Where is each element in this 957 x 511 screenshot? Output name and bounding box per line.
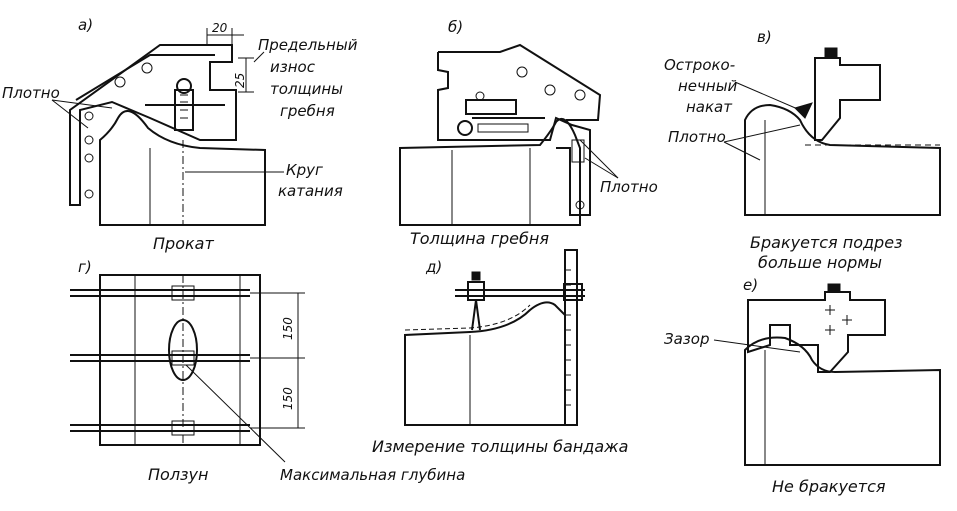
panel-a-dim-25: 25 — [233, 73, 247, 88]
panel-d-scale-bar — [564, 249, 578, 426]
panel-a: а) 20 25 Предельный износ толщины — [2, 16, 358, 253]
panel-d-wheel-section — [404, 301, 566, 426]
panel-v-wheel-section — [744, 103, 941, 216]
panel-b-hole — [575, 200, 585, 210]
panel-d: д) Измерение толщины бандажа — [372, 249, 628, 456]
panel-b-screw-icon — [544, 84, 556, 96]
panel-a-wear-label-1: Предельный — [258, 36, 358, 54]
panel-e: е) Зазор Не бракуется — [664, 276, 941, 496]
panel-b-knob-icon — [475, 91, 485, 101]
panel-v-gauge — [814, 57, 881, 141]
panel-v-roll-label-1: Остроко- — [664, 56, 735, 74]
panel-b-caption: Толщина гребня — [410, 229, 549, 248]
panel-e-letter: е) — [743, 276, 758, 294]
panel-a-circle-label-1: Круг — [286, 161, 323, 179]
panel-b-contact — [571, 139, 585, 163]
panel-d-profile-line — [404, 304, 531, 331]
panel-g-dim-lower: 150 — [281, 387, 295, 410]
panel-a-leader — [51, 99, 89, 129]
panel-a-leader — [51, 99, 113, 109]
panel-b-tight-label: Плотно — [600, 178, 658, 196]
panel-v-caption-1: Бракуется подрез — [750, 233, 903, 252]
panel-a-hole — [84, 153, 94, 163]
panel-a-hole — [84, 111, 94, 121]
panel-a-slider — [174, 89, 194, 131]
panel-g-ruler-bottom-clamp — [171, 420, 195, 436]
panel-v-caption-2: больше нормы — [758, 253, 882, 272]
panel-a-wear-label-3: толщины — [270, 80, 343, 98]
panel-a-scale — [180, 94, 188, 119]
panel-v-roll-label-2: нечный — [678, 77, 738, 95]
panel-g-dim-upper: 150 — [281, 317, 295, 340]
panel-v-leader — [723, 124, 801, 143]
panel-b-wheel-section — [399, 118, 581, 226]
panel-b-gauge-arm — [438, 43, 602, 121]
panel-a-knob-icon — [176, 78, 192, 94]
panel-a-wear-label-2: износ — [270, 58, 316, 76]
panel-b-gauge-body — [437, 52, 591, 216]
panel-a-dim-20: 20 — [212, 21, 228, 35]
panel-a-circle-label-2: катания — [278, 182, 343, 200]
panel-v-leader — [723, 141, 761, 161]
panel-a-hole — [84, 135, 94, 145]
panel-v-tight-label: Плотно — [668, 128, 726, 146]
panel-v: в) Остроко- нечный накат Плотно Бракуетс… — [664, 28, 941, 272]
panel-b-leader — [579, 139, 619, 179]
panel-d-screw-icon — [471, 271, 481, 281]
panel-a-screw-icon — [114, 76, 126, 88]
panel-d-clamp — [563, 283, 583, 301]
panel-b-letter: б) — [448, 18, 463, 36]
panel-v-leader — [734, 81, 801, 111]
panel-v-screw-icon — [824, 47, 838, 59]
panel-a-caption: Прокат — [153, 234, 214, 253]
panel-e-screw-icon — [827, 283, 841, 293]
panel-a-letter: а) — [78, 16, 93, 34]
panel-d-letter: д) — [425, 258, 442, 276]
panel-g-ruler-top-clamp — [171, 285, 195, 301]
panel-e-caption: Не бракуется — [772, 477, 886, 496]
panel-g-caption: Ползун — [148, 465, 208, 484]
panel-g: г) 150 150 Максимальная глубина Ползун — [70, 258, 465, 484]
panel-b-knob-icon — [457, 120, 473, 136]
panel-b: б) Плотно Толщина гребня — [399, 18, 658, 248]
panel-e-leader — [713, 339, 801, 353]
panel-a-screw-icon — [141, 62, 153, 74]
panel-b-leader — [584, 157, 619, 179]
panel-e-gap-label: Зазор — [664, 330, 709, 348]
panel-b-slider — [465, 99, 517, 115]
panel-d-caption: Измерение толщины бандажа — [372, 437, 628, 456]
panel-a-gauge-arm — [75, 54, 215, 101]
panel-a-hole — [84, 189, 94, 199]
panel-v-roll-mark — [794, 102, 813, 119]
panel-d-probe — [471, 299, 481, 331]
panel-g-letter: г) — [78, 258, 92, 276]
panel-g-flat-spot — [168, 319, 198, 381]
panel-e-marks — [825, 305, 852, 335]
panel-g-leader — [185, 364, 286, 463]
panel-v-roll-label-3: накат — [686, 98, 733, 116]
panel-a-leader — [253, 51, 265, 63]
panel-g-depth-label: Максимальная глубина — [280, 466, 465, 484]
panel-b-scale — [477, 123, 529, 133]
panel-a-wear-label-4: гребня — [280, 102, 335, 120]
panel-a-gauge-body — [69, 44, 237, 206]
panel-b-screw-icon — [516, 66, 528, 78]
panel-e-gauge — [747, 291, 886, 373]
panel-g-ruler-middle-clamp — [171, 350, 195, 366]
panel-a-tight-label: Плотно — [2, 84, 60, 102]
panel-b-screw-icon — [574, 89, 586, 101]
panel-v-letter: в) — [757, 28, 772, 46]
